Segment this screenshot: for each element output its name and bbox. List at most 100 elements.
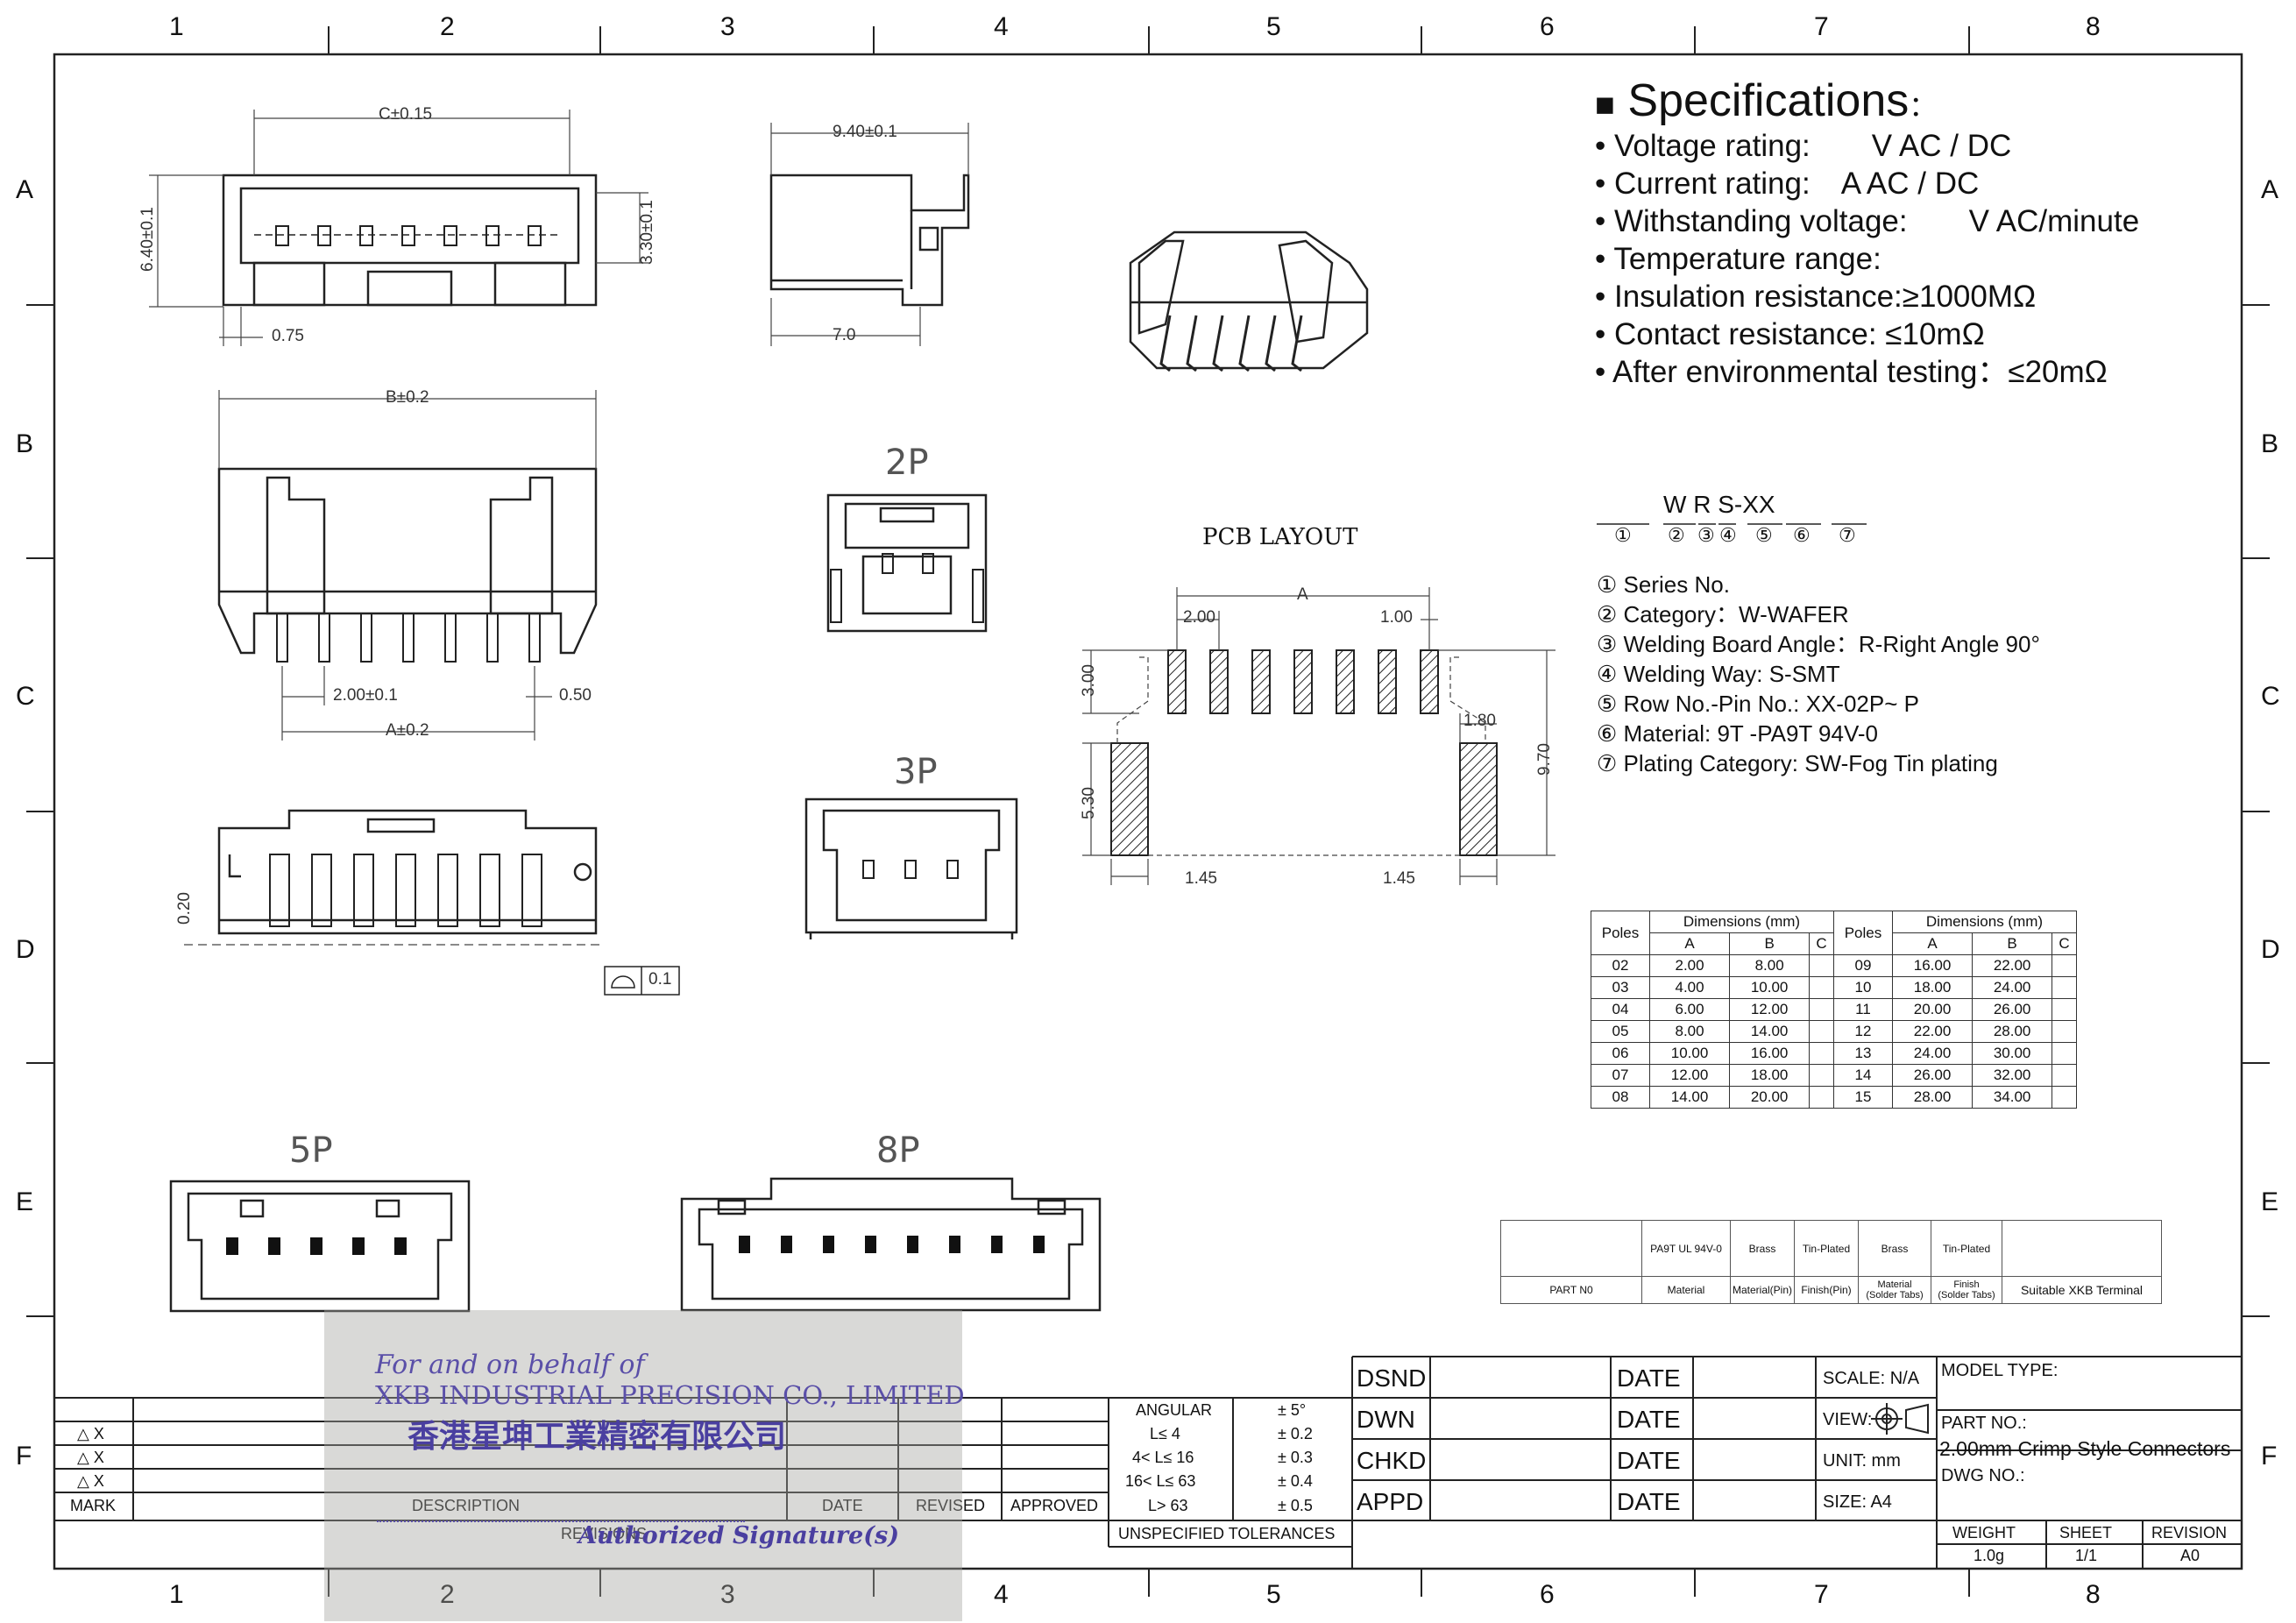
- top-view-drawing: [149, 110, 648, 346]
- cell: Tin-Plated: [1931, 1220, 2002, 1277]
- spec-item: • Temperature range:: [1595, 242, 1881, 276]
- signoff-date-2: DATE: [1617, 1406, 1681, 1433]
- cell: 13: [1832, 1042, 1893, 1065]
- zone-row-a-right: A: [2261, 175, 2279, 204]
- spec-text: Contact resistance: ≤10mΩ: [1613, 317, 1985, 351]
- cell: 12: [1832, 1020, 1893, 1043]
- weight-label: WEIGHT: [1952, 1524, 2016, 1541]
- spec-text: Withstanding voltage: V AC/minute: [1613, 204, 2140, 238]
- part-code-legend: ① Series No. ② Category：W-WAFER ③ Weldin…: [1597, 570, 2040, 778]
- cell: 11: [1832, 998, 1893, 1021]
- spec-text: After environmental testing：≤20mΩ: [1612, 355, 2108, 389]
- cell: [1500, 1220, 1642, 1277]
- cell: 09: [1832, 954, 1893, 977]
- dimensions-header: Dimensions (mm): [1649, 911, 1834, 933]
- tol-value-1: ± 0.2: [1278, 1425, 1313, 1442]
- cell: [2052, 976, 2077, 999]
- zone-col-8-bottom: 8: [2086, 1580, 2101, 1609]
- cell: Finish (Solder Tabs): [1931, 1276, 2002, 1304]
- signoff-date-4: DATE: [1617, 1488, 1681, 1515]
- zone-col-6: 6: [1540, 12, 1555, 41]
- cell: 32.00: [1972, 1064, 2053, 1087]
- scale-label: SCALE: N/A: [1823, 1369, 1920, 1388]
- revision-mark-2: △ X: [77, 1449, 104, 1466]
- tol-range-1: L≤ 4: [1150, 1425, 1180, 1442]
- cell: 14.00: [1648, 1086, 1731, 1109]
- code-item: ⑦ Plating Category: SW-Fog Tin plating: [1597, 750, 1998, 776]
- code-item: ② Category：W-WAFER: [1597, 601, 1849, 627]
- cell: [1809, 1086, 1834, 1109]
- label-2p: 2P: [885, 443, 929, 483]
- cell: 10.00: [1648, 1042, 1731, 1065]
- cell: 02: [1591, 954, 1650, 977]
- spec-text: Temperature range:: [1613, 242, 1881, 276]
- cell: 8.00: [1648, 1020, 1731, 1043]
- pcb-layout-drawing: [1082, 587, 1555, 885]
- zone-col-2-bottom: 2: [440, 1580, 455, 1609]
- sheet-label: SHEET: [2059, 1524, 2113, 1541]
- pcb-dim-300: 3.00: [1080, 664, 1098, 697]
- signoff-dsnd: DSND: [1357, 1364, 1427, 1392]
- zone-row-c-right: C: [2261, 682, 2280, 711]
- cell: 06: [1591, 1042, 1650, 1065]
- signoff-appd: APPD: [1357, 1488, 1424, 1515]
- pcb-dim-145-right: 1.45: [1383, 869, 1415, 888]
- cell: 18.00: [1891, 976, 1974, 999]
- cell: [2052, 1042, 2077, 1065]
- pcb-dim-pitch: 2.00: [1183, 608, 1215, 627]
- revision-label: REVISION: [2151, 1524, 2228, 1541]
- tol-range-3: 16< L≤ 63: [1125, 1472, 1196, 1490]
- cell: 22.00: [1891, 1020, 1974, 1043]
- label-3p: 3P: [894, 752, 938, 792]
- spec-item: • Current rating: A AC / DC: [1595, 167, 1980, 201]
- stamp-line-3: 香港星坤工業精密有限公司: [407, 1418, 787, 1455]
- zone-row-d: D: [16, 935, 35, 964]
- revisions-label: REVISIONS: [561, 1525, 648, 1542]
- cell: 10.00: [1729, 976, 1811, 999]
- zone-col-7-bottom: 7: [1814, 1580, 1829, 1609]
- zone-col-3: 3: [720, 12, 735, 41]
- pcb-dim-145-left: 1.45: [1185, 869, 1217, 888]
- cell: 20.00: [1891, 998, 1974, 1021]
- cell: Suitable XKB Terminal: [2002, 1276, 2162, 1304]
- view-label: VIEW:: [1823, 1410, 1873, 1429]
- cell: 07: [1591, 1064, 1650, 1087]
- zone-col-1: 1: [169, 12, 184, 41]
- tol-value-3: ± 0.4: [1278, 1472, 1313, 1490]
- sheet-value: 1/1: [2075, 1547, 2098, 1564]
- col-header: C: [1809, 932, 1834, 955]
- cell: Tin-Plated: [1794, 1220, 1859, 1277]
- size-label: SIZE: A4: [1823, 1492, 1892, 1512]
- revision-mark-3: △ X: [77, 1472, 104, 1490]
- cell: 18.00: [1729, 1064, 1811, 1087]
- col-header: B: [1729, 932, 1811, 955]
- header-description: DESCRIPTION: [412, 1497, 521, 1514]
- spec-item: • Contact resistance: ≤10mΩ: [1595, 317, 1985, 351]
- dim-020: 0.20: [175, 892, 194, 925]
- cell: Material: [1641, 1276, 1731, 1304]
- cell: Brass: [1858, 1220, 1931, 1277]
- tol-angular: ANGULAR: [1136, 1401, 1213, 1419]
- code-item: ⑥ Material: 9T -PA9T 94V-0: [1597, 720, 1879, 747]
- cell: 2.00: [1648, 954, 1731, 977]
- code-circle-5: ⑤: [1755, 524, 1773, 546]
- zone-row-e: E: [16, 1187, 34, 1216]
- cell: 28.00: [1891, 1086, 1974, 1109]
- pcb-layout-title: PCB LAYOUT: [1202, 524, 1358, 550]
- signoff-chkd: CHKD: [1357, 1447, 1427, 1474]
- signature-line: [377, 1520, 745, 1522]
- variant-2p-drawing: [826, 493, 988, 633]
- cell: [2002, 1220, 2162, 1277]
- code-circle-1: ①: [1614, 524, 1632, 546]
- tol-angular-value: ± 5°: [1278, 1401, 1307, 1419]
- dwg-no-label: DWG NO.:: [1941, 1466, 2025, 1485]
- cell: 16.00: [1891, 954, 1974, 977]
- cell: 26.00: [1972, 998, 2053, 1021]
- cell: [1809, 954, 1834, 977]
- cell: Material (Solder Tabs): [1858, 1276, 1931, 1304]
- zone-col-4: 4: [994, 12, 1009, 41]
